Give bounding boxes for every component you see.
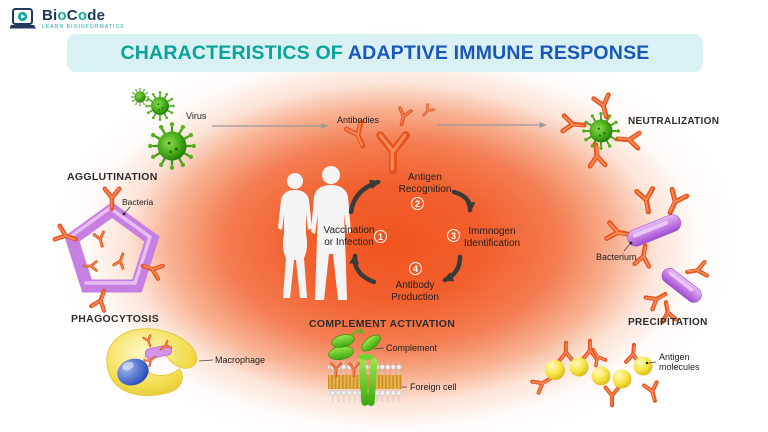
antigen-molecules-label: Antigen molecules xyxy=(659,352,700,372)
flow-arrows xyxy=(212,122,547,129)
brand-tagline: LEARN BIOINFORMATICS xyxy=(42,24,125,30)
neutralization-illustration xyxy=(563,95,639,167)
bacteria-label: Bacteria xyxy=(122,197,154,207)
complement-activation-title: COMPLEMENT ACTIVATION xyxy=(309,318,456,330)
neutralization-title: NEUTRALIZATION xyxy=(628,116,720,127)
page-title: CHARACTERISTICS OF ADAPTIVE IMMUNE RESPO… xyxy=(67,34,703,72)
complement-label: Complement xyxy=(386,343,438,353)
precipitation-title: PRECIPITATION xyxy=(628,317,708,328)
bacterium-label: Bacterium xyxy=(596,252,637,262)
foreign-cell-label: Foreign cell xyxy=(410,382,457,392)
cycle-step3-number: 3 xyxy=(447,229,460,242)
agglutination-title: AGGLUTINATION xyxy=(67,171,158,183)
cycle-step2-number: 2 xyxy=(411,197,424,210)
macrophage-illustration xyxy=(106,328,214,397)
phagocytosis-title: PHAGOCYTOSIS xyxy=(71,313,160,325)
logo-text: BioCode LEARN BIOINFORMATICS xyxy=(42,8,125,30)
virus-cluster-illustration xyxy=(130,87,198,172)
cycle-step4-number: 4 xyxy=(409,262,422,275)
bacteria-antibody-illustration xyxy=(607,189,707,322)
precipitation-illustration xyxy=(532,341,661,405)
brand-name: BioCode xyxy=(42,7,106,24)
title-part1: CHARACTERISTICS OF xyxy=(120,42,343,64)
antibodies-label: Antibodies xyxy=(337,115,380,125)
complement-membrane-illustration xyxy=(328,327,407,406)
title-part2: ADAPTIVE IMMUNE RESPONSE xyxy=(347,42,650,64)
human-figures-illustration xyxy=(278,166,351,300)
macrophage-label: Macrophage xyxy=(215,355,266,365)
cycle-arrows xyxy=(348,179,476,285)
virus-label: Virus xyxy=(186,111,207,121)
cycle-step1-number: 1 xyxy=(374,230,387,243)
logo: BioCode LEARN BIOINFORMATICS xyxy=(10,8,125,31)
laptop-play-icon xyxy=(10,8,36,29)
agglutination-illustration xyxy=(55,189,163,311)
